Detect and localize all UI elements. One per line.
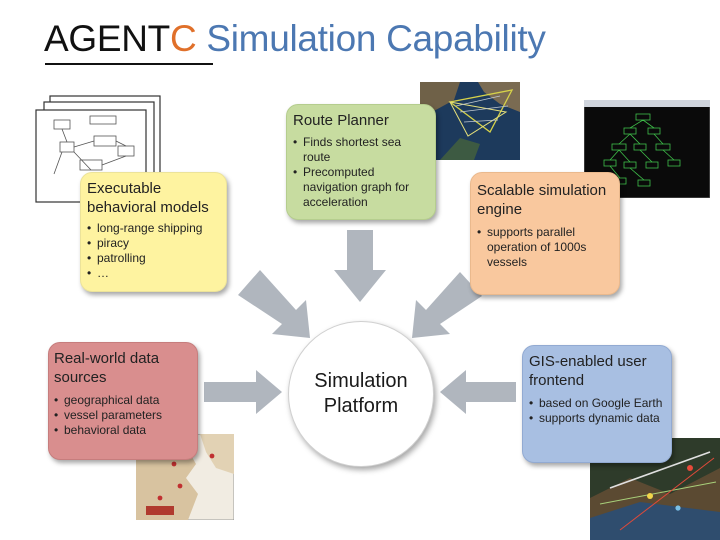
route-planner-box: Route Planner Finds shortest sea route P… [286, 104, 436, 220]
title-rest: Simulation Capability [196, 18, 546, 59]
gis-frontend-heading: GIS-enabled user frontend [529, 353, 647, 389]
page-title: AGENTC Simulation Capability [44, 18, 546, 60]
simulation-platform-circle: Simulation Platform [288, 321, 434, 467]
data-sources-box: Real-world data sources geographical dat… [48, 342, 198, 460]
list-item: based on Google Earth [529, 396, 667, 411]
list-item: Finds shortest sea route [293, 135, 429, 165]
list-item: supports dynamic data [529, 411, 667, 426]
title-underline [45, 63, 213, 65]
list-item: vessel parameters [54, 408, 196, 423]
data-sources-list: geographical data vessel parameters beha… [54, 393, 196, 438]
list-item: piracy [87, 236, 225, 251]
list-item: Precomputed navigation graph for acceler… [293, 165, 429, 210]
simulation-engine-heading: Scalable simulation engine [477, 182, 607, 218]
arrow-from-scalable [412, 272, 482, 338]
arrow-from-executable [238, 270, 310, 338]
arrow-from-route [334, 230, 386, 302]
simulation-engine-list: supports parallel operation of 1000s ves… [477, 225, 613, 270]
gis-frontend-list: based on Google Earth supports dynamic d… [529, 396, 667, 426]
executable-models-box: Executable behavioral models long-range … [80, 172, 227, 292]
list-item: geographical data [54, 393, 196, 408]
route-planner-list: Finds shortest sea route Precomputed nav… [293, 135, 429, 210]
list-item: long-range shipping [87, 221, 225, 236]
simulation-engine-box: Scalable simulation engine supports para… [470, 172, 620, 295]
list-item: … [87, 266, 225, 281]
executable-models-list: long-range shipping piracy patrolling … [87, 221, 225, 281]
executable-models-heading: Executable behavioral models [87, 180, 209, 216]
route-map-image [420, 82, 520, 160]
list-item: patrolling [87, 251, 225, 266]
arrow-from-gis [440, 370, 516, 414]
gis-frontend-box: GIS-enabled user frontend based on Googl… [522, 345, 672, 463]
title-agent: AGENT [44, 18, 170, 59]
list-item: behavioral data [54, 423, 196, 438]
data-sources-heading: Real-world data sources [54, 350, 160, 386]
list-item: supports parallel operation of 1000s ves… [477, 225, 613, 270]
title-c: C [169, 18, 197, 59]
route-planner-heading: Route Planner [293, 112, 389, 129]
arrow-from-realworld [204, 370, 282, 414]
